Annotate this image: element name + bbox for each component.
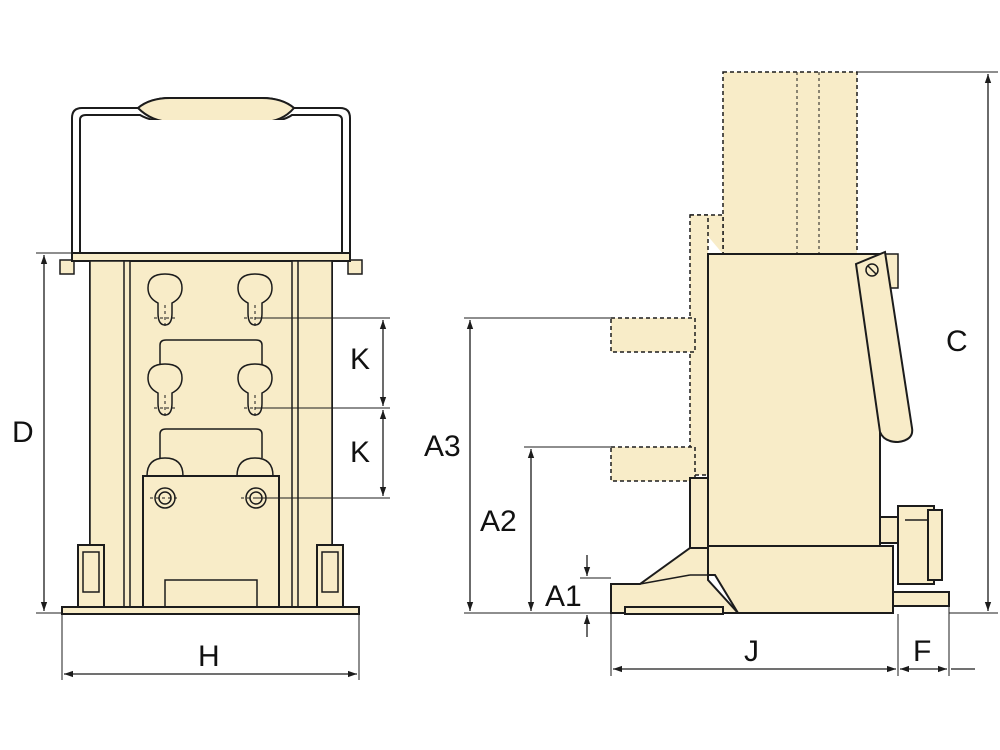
lower-housing [707, 545, 894, 614]
top-plate [71, 252, 351, 262]
dimension-lines [36, 71, 998, 680]
dimension-label-d: D [12, 416, 34, 449]
dimension-label-h: H [198, 640, 220, 673]
extended-ram [722, 71, 858, 255]
keyhole-slot [147, 363, 183, 418]
dimension-label-k-upper: K [350, 343, 371, 376]
dimension-label-j: J [744, 635, 759, 668]
toe-position-mid [610, 446, 696, 482]
dimension-label-a1: A1 [545, 580, 582, 613]
pump-lever [854, 250, 914, 444]
toe-position-high [610, 317, 696, 353]
carry-handle [59, 97, 363, 275]
front-view [59, 97, 363, 615]
cylinder-body [707, 253, 881, 547]
base-plate [61, 606, 360, 615]
release-valve [879, 505, 943, 585]
side-view [610, 71, 950, 615]
dimension-label-k-lower: K [350, 436, 371, 469]
rear-plate [892, 591, 950, 607]
keyhole-slot [147, 273, 183, 328]
dimension-label-c: C [946, 325, 968, 358]
dimension-label-a3: A3 [424, 430, 461, 463]
screw-head [150, 487, 180, 509]
dimension-label-f: F [913, 635, 932, 668]
dimension-label-a2: A2 [480, 505, 517, 538]
